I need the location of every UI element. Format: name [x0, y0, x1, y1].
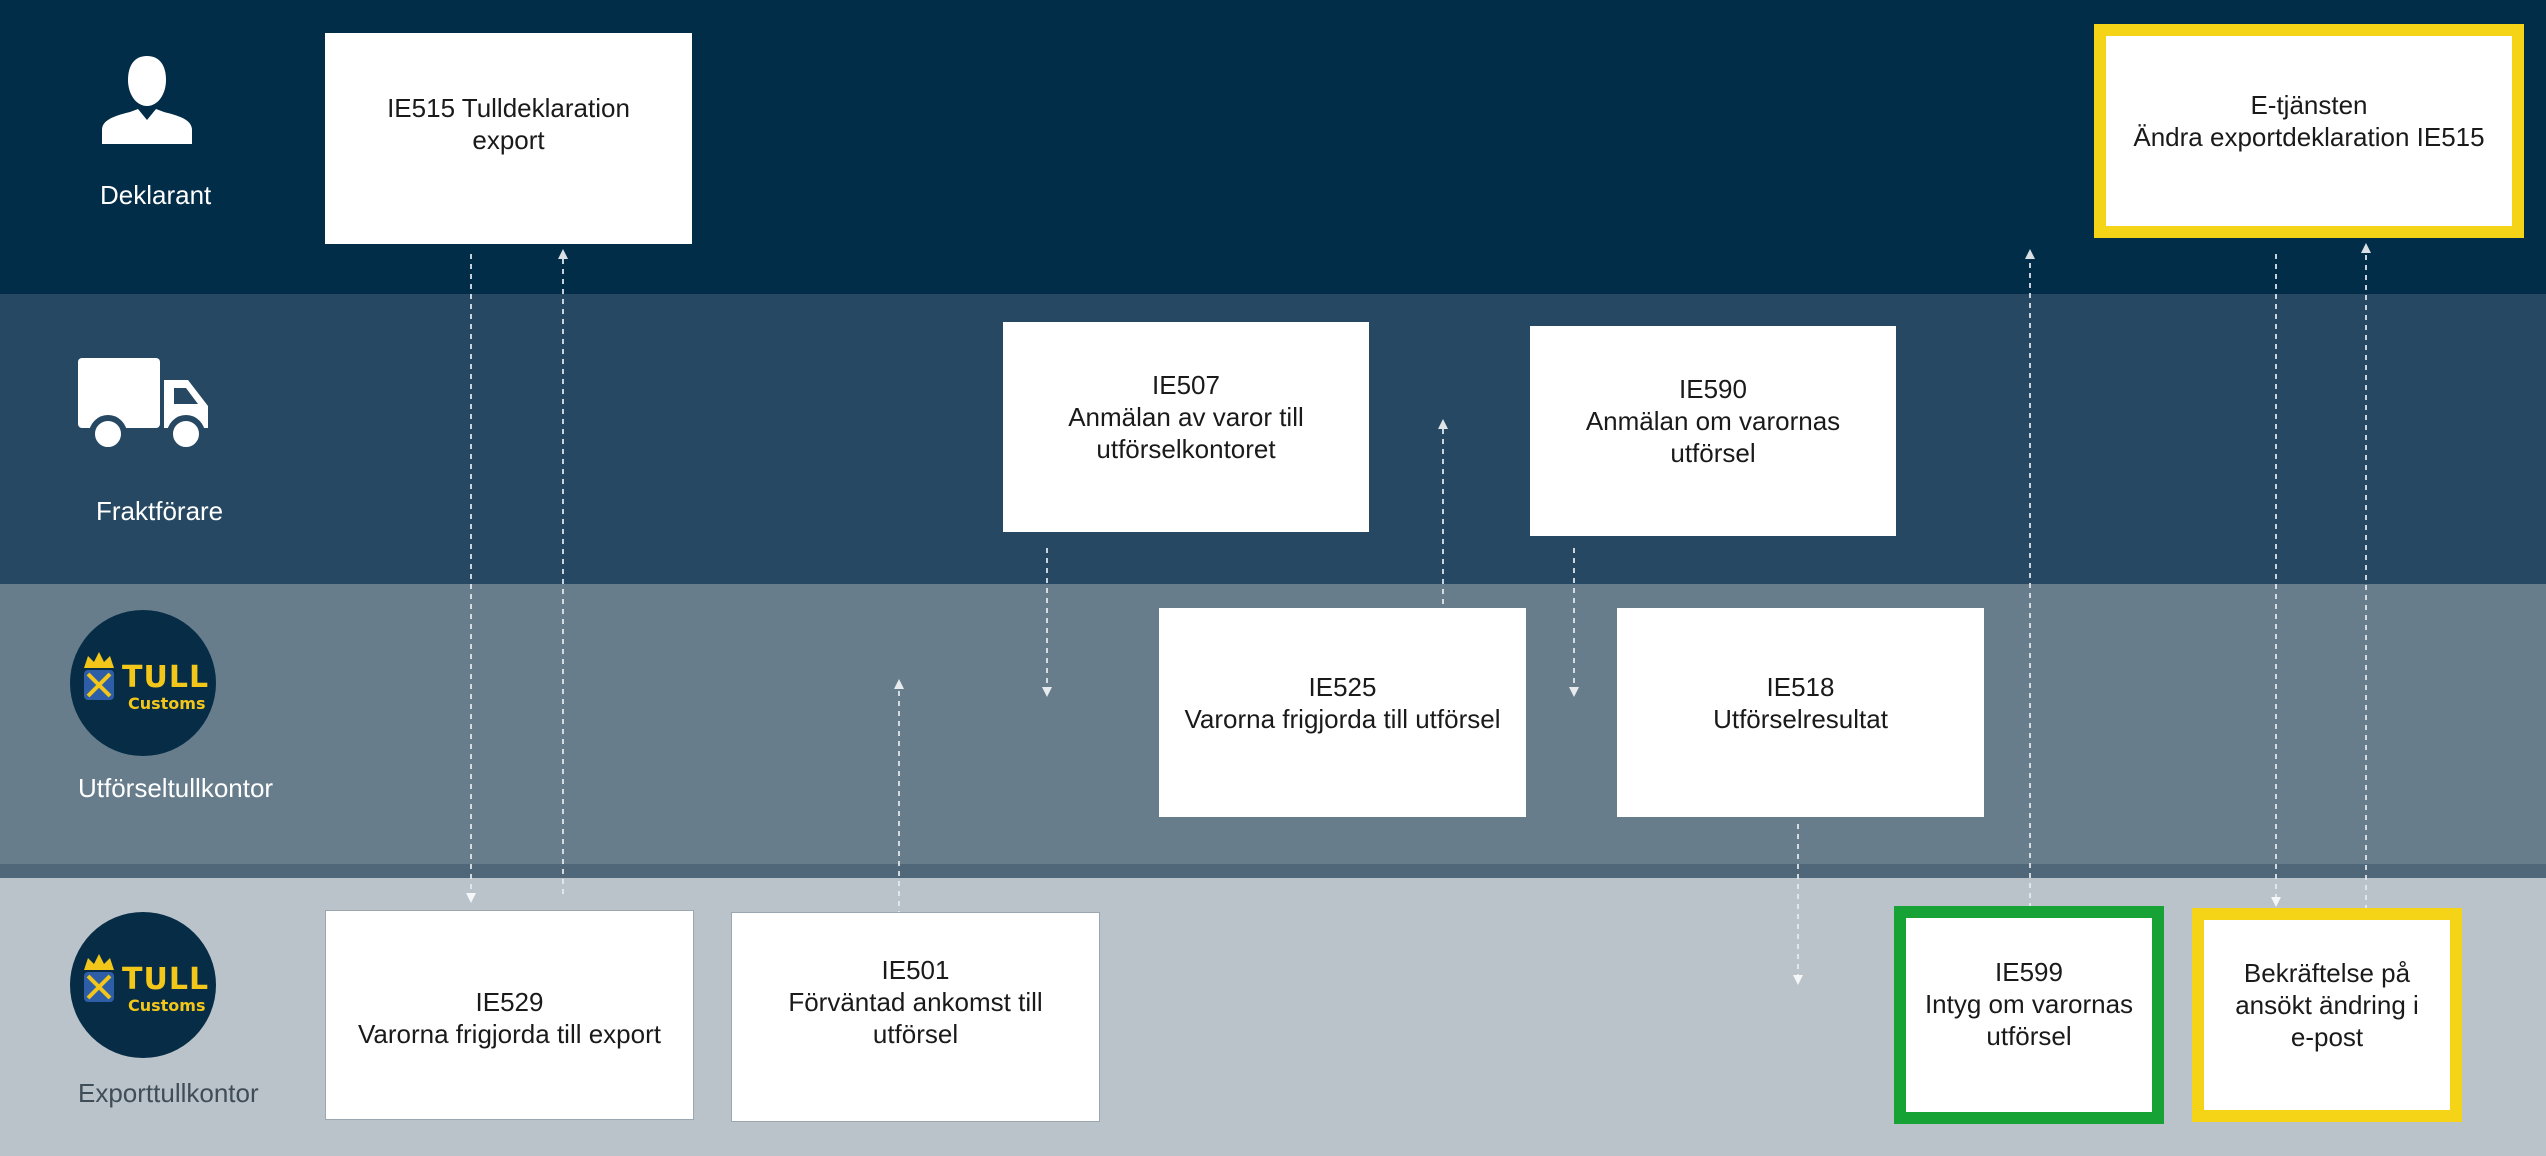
message-box-etjansten: E-tjänsten Ändra exportdeklaration IE515 [2094, 24, 2524, 238]
tull-logo-text: TULL [122, 660, 210, 695]
tull-logo-text: TULL [122, 962, 210, 997]
customs-logo-text: Customs [128, 996, 206, 1015]
box-line: e-post [2290, 1022, 2364, 1052]
box-line: utförsel [1670, 438, 1756, 468]
crown-emblem-icon [84, 954, 114, 1002]
message-box-ie515: IE515 Tulldeklaration export [325, 33, 692, 244]
message-box-ie529: IE529 Varorna frigjorda till export [325, 910, 694, 1120]
box-line: utförsel [872, 1019, 959, 1049]
box-line: ansökt ändring i [2235, 990, 2419, 1020]
box-line: Varorna frigjorda till utförsel [1184, 703, 1501, 734]
tull-customs-logo: TULL Customs [70, 610, 216, 756]
crown-emblem-icon [84, 652, 114, 700]
box-line: Ändra exportdeklaration IE515 [2133, 122, 2485, 152]
box-line: Förväntad ankomst till [788, 987, 1043, 1017]
lane-label-deklarant: Deklarant [100, 180, 212, 210]
tull-customs-logo: TULL Customs [70, 912, 216, 1058]
box-line: E-tjänsten [2250, 90, 2368, 120]
person-icon [102, 56, 192, 144]
box-line: IE590 [1679, 374, 1747, 404]
lane-label-utforseltullkontor: Utförseltullkontor [78, 773, 274, 803]
box-line: IE518 [1766, 671, 1835, 702]
box-line: Utförselresultat [1713, 703, 1888, 734]
box-line: IE529 [475, 987, 544, 1017]
message-box-ie599: IE599 Intyg om varornas utförsel [1894, 906, 2164, 1124]
box-line: Varorna frigjorda till export [358, 1019, 661, 1049]
box-line: IE525 [1308, 671, 1377, 702]
message-box-bekraftelse: Bekräftelse på ansökt ändring i e-post [2192, 908, 2462, 1122]
box-line: IE599 [1995, 957, 2063, 987]
truck-icon [78, 358, 208, 452]
lane-separator [0, 864, 2546, 878]
lane-label-fraktforare: Fraktförare [96, 496, 224, 526]
box-line: export [472, 124, 545, 155]
box-line: Anmälan av varor till [1068, 402, 1304, 432]
box-line: IE515 Tulldeklaration [387, 92, 630, 123]
message-box-ie525: IE525 Varorna frigjorda till utförsel [1159, 608, 1526, 817]
customs-logo-text: Customs [128, 694, 206, 713]
lane-label-exporttullkontor: Exporttullkontor [78, 1078, 259, 1108]
box-line: Bekräftelse på [2243, 958, 2411, 988]
message-box-ie590: IE590 Anmälan om varornas utförsel [1530, 326, 1896, 536]
box-line: IE507 [1152, 370, 1220, 400]
box-line: Intyg om varornas [1924, 989, 2134, 1019]
message-box-ie518: IE518 Utförselresultat [1617, 608, 1984, 817]
box-line: utförselkontoret [1096, 434, 1276, 464]
box-line: IE501 [881, 955, 950, 985]
message-box-ie501: IE501 Förväntad ankomst till utförsel [731, 912, 1100, 1122]
box-line: Anmälan om varornas [1585, 406, 1841, 436]
message-box-ie507: IE507 Anmälan av varor till utförselkont… [1003, 322, 1369, 532]
box-line: utförsel [1986, 1021, 2072, 1051]
